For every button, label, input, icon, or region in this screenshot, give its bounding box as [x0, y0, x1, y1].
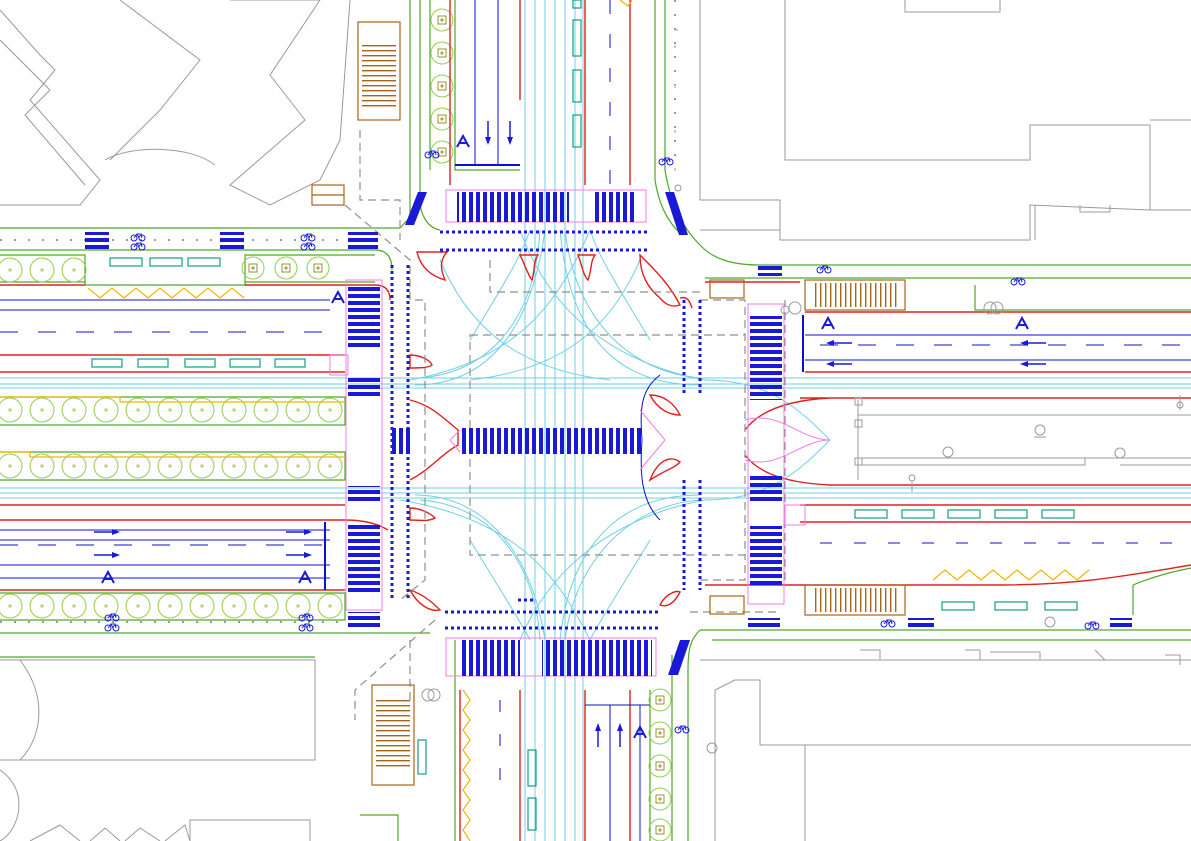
east-platform — [421, 29, 1191, 754]
crossing-outlines — [329, 189, 831, 677]
staircases — [311, 21, 906, 786]
tree-row-west-top — [0, 256, 330, 283]
guide-lines — [344, 130, 786, 720]
stop-lines — [390, 230, 702, 630]
tree-column-south — [648, 688, 672, 841]
zigzags — [0, 0, 1090, 841]
sidewalk-dashes — [0, 0, 676, 623]
tree-row-west-3 — [0, 593, 343, 619]
benches — [91, 0, 1078, 831]
zebra-crossings — [85, 192, 1132, 676]
